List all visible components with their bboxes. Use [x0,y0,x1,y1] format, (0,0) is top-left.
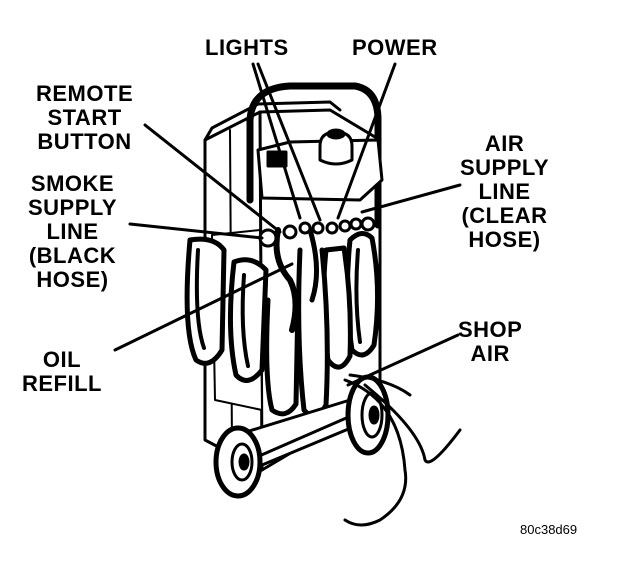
oil-reservoir [318,130,354,166]
leader-smoke-supply [128,222,264,240]
shop-air-hose [343,378,408,527]
label-remote-start-button: REMOTE START BUTTON [36,81,134,154]
label-lights: LIGHTS [205,35,289,60]
label-smoke-supply-line: SMOKE SUPPLY LINE (BLACK HOSE) [28,171,118,292]
label-shop-air: SHOP AIR [458,317,523,366]
label-power: POWER [352,35,438,60]
label-oil-refill: OIL REFILL [22,347,102,396]
front-wheel [213,425,263,499]
label-air-supply-line: AIR SUPPLY LINE (CLEAR HOSE) [460,131,550,252]
hose-fittings [258,216,376,248]
leader-remote-start [143,123,282,234]
leader-power [336,62,397,220]
leader-lights [251,62,322,222]
leader-air-supply [360,183,462,214]
leader-lines [113,62,462,387]
figure-code: 80c38d69 [520,522,578,537]
leader-oil-refill [113,262,294,352]
cart-handle [246,82,382,229]
leader-shop-air [346,333,460,387]
